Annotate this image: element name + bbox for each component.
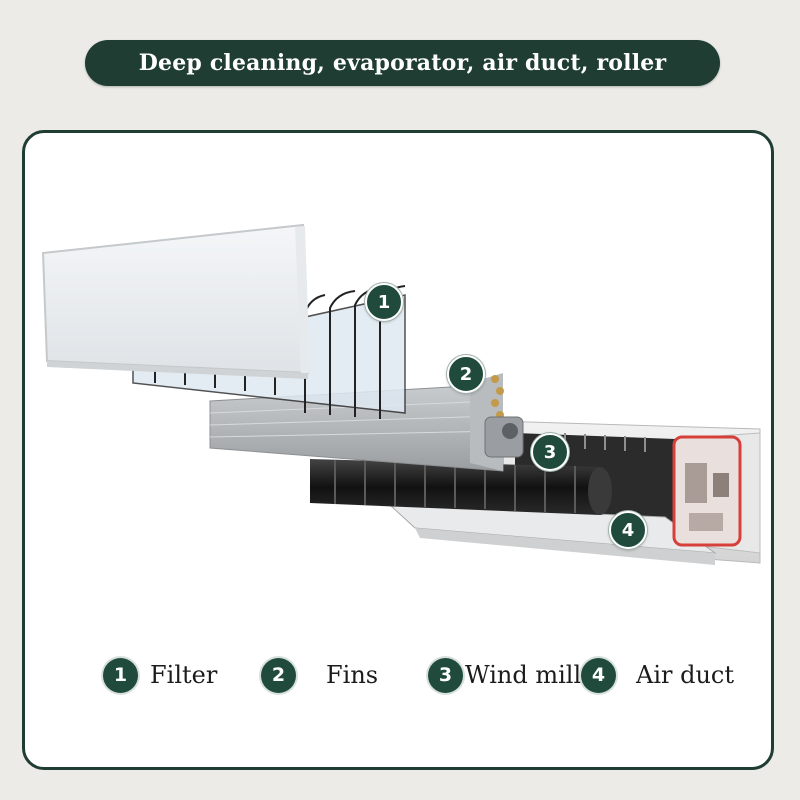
crossflow-fan — [310, 459, 612, 515]
legend-number-badge: 4 — [581, 657, 616, 693]
control-box — [672, 435, 742, 547]
parts-legend: 1 Filter 2 Fins 3 Wind mill 4 Air duct — [103, 655, 743, 695]
legend-label: Air duct — [636, 661, 735, 689]
legend-item-filter: 1 Filter — [103, 655, 217, 695]
legend-number-badge: 2 — [261, 657, 296, 693]
front-panel — [41, 223, 310, 379]
legend-number-badge: 1 — [103, 657, 138, 693]
legend-item-fins: 2 Fins — [261, 655, 378, 695]
evaporator-block — [209, 373, 524, 472]
legend-label: Fins — [326, 661, 379, 689]
callout-1-filter: 1 — [365, 283, 403, 321]
legend-label: Wind mill — [465, 661, 582, 689]
legend-number-badge: 3 — [428, 657, 463, 693]
ac-exploded-illustration — [41, 223, 761, 565]
legend-item-wind-mill: 3 Wind mill — [428, 655, 581, 695]
diagram-card: 1 2 3 4 1 Filter 2 Fins 3 Wind mill 4 Ai… — [22, 130, 774, 770]
header-banner: Deep cleaning, evaporator, air duct, rol… — [85, 40, 720, 86]
callout-3-wind-mill: 3 — [531, 433, 569, 471]
legend-item-air-duct: 4 Air duct — [581, 655, 734, 695]
callout-4-air-duct: 4 — [609, 511, 647, 549]
callout-2-fins: 2 — [447, 355, 485, 393]
legend-label: Filter — [150, 661, 218, 689]
